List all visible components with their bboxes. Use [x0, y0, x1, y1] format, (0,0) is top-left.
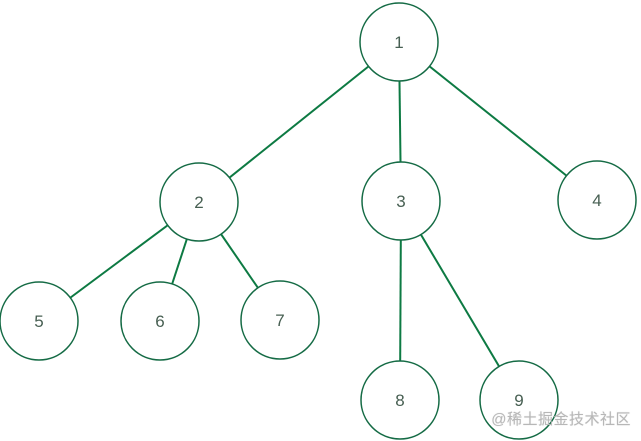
tree-node-7: 7: [240, 280, 320, 360]
tree-edge-1-2: [198, 41, 400, 203]
tree-node-9: 9: [479, 360, 559, 440]
tree-node-label-7: 7: [275, 311, 284, 330]
tree-node-5: 5: [0, 281, 79, 361]
tree-node-4: 4: [557, 160, 637, 240]
tree-node-circle-2: [159, 162, 239, 242]
tree-node-label-2: 2: [194, 193, 203, 212]
tree-node-label-6: 6: [155, 312, 164, 331]
tree-node-label-5: 5: [34, 312, 43, 331]
tree-node-label-3: 3: [396, 192, 405, 211]
tree-node-circle-1: [359, 2, 439, 82]
tree-node-label-9: 9: [514, 391, 523, 410]
tree-node-circle-6: [120, 281, 200, 361]
tree-node-circle-4: [557, 160, 637, 240]
tree-node-label-1: 1: [394, 33, 403, 52]
tree-node-8: 8: [360, 360, 440, 440]
tree-node-circle-3: [361, 161, 441, 241]
tree-node-circle-7: [240, 280, 320, 360]
tree-node-circle-9: [479, 360, 559, 440]
tree-node-circle-5: [0, 281, 79, 361]
watermark: @稀土掘金技术社区: [491, 411, 631, 428]
tree-node-2: 2: [159, 162, 239, 242]
tree-node-circle-8: [360, 360, 440, 440]
tree-node-label-8: 8: [395, 391, 404, 410]
tree-node-label-4: 4: [592, 191, 601, 210]
tree-edge-1-4: [398, 41, 598, 201]
tree-node-1: 1: [359, 2, 439, 82]
tree-node-3: 3: [361, 161, 441, 241]
tree-node-6: 6: [120, 281, 200, 361]
